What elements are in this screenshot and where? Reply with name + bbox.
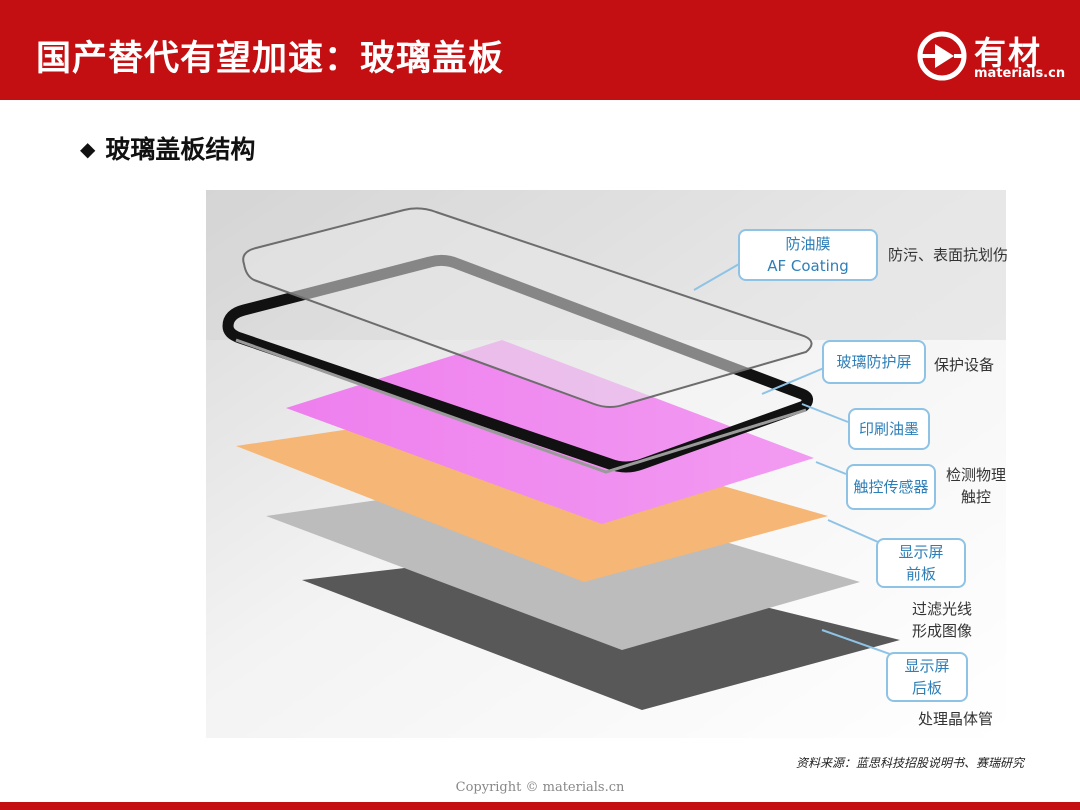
leader-line-glass [761,367,825,395]
callout-af-coating: 防油膜 AF Coating [738,229,878,281]
callout-touch-sensor: 触控传感器 [846,464,936,510]
callout-line: 防油膜 [785,235,831,253]
callout-desc-line: 过滤光线 [912,600,973,618]
header-bar: 国产替代有望加速：玻璃盖板 有材 materials.cn [0,0,1080,100]
logo: 有材 materials.cn [916,26,1065,86]
touch-sensor-layer [286,340,814,524]
logo-icon [917,31,967,81]
callout-display-front: 显示屏 前板 [876,538,966,588]
section-title: 玻璃盖板结构 [105,135,256,164]
page-title: 国产替代有望加速：玻璃盖板 [36,39,505,79]
callout-line: 触控传感器 [853,478,929,496]
printed-ink-frame-layer [222,254,813,473]
leader-line-ink [801,403,849,423]
callout-printing-ink: 印刷油墨 [848,408,930,450]
logo-subtext: materials.cn [974,66,1066,81]
diamond-icon: ◆ [80,137,96,161]
callout-desc: 防污、表面抗划伤 [888,246,1009,264]
af-coating-layer [242,207,813,408]
callout-line: AF Coating [767,257,849,275]
callout-desc-line: 触控 [961,488,992,506]
callout-glass-screen: 玻璃防护屏 [822,340,926,384]
callout-desc-line: 形成图像 [912,622,973,640]
copyright: Copyright © materials.cn [455,780,625,795]
callout-line: 玻璃防护屏 [836,353,912,371]
callout-desc: 保护设备 [934,356,995,374]
section-heading: ◆ 玻璃盖板结构 [80,130,255,166]
logo-text: 有材 [974,34,1043,72]
leader-line-back [821,629,891,655]
leader-line-af [693,259,747,291]
source-note: 资料来源：蓝思科技招股说明书、赛瑞研究 [795,756,1024,770]
callout-desc: 处理晶体管 [918,710,994,728]
callout-line: 印刷油墨 [858,420,919,438]
callout-line: 显示屏 [904,657,950,675]
glass-frame-edge [235,338,807,474]
callout-display-back: 显示屏 后板 [886,652,968,702]
callout-line: 前板 [905,565,936,583]
callout-desc: 过滤光线 形成图像 [912,598,972,642]
bottom-bar [0,802,1080,810]
leader-line-touch [815,461,847,475]
callout-desc: 检测物理 触控 [946,464,1006,508]
leader-line-front [827,519,879,543]
callout-line: 后板 [911,679,942,697]
callout-line: 显示屏 [898,543,944,561]
callout-desc-line: 检测物理 [946,466,1007,484]
